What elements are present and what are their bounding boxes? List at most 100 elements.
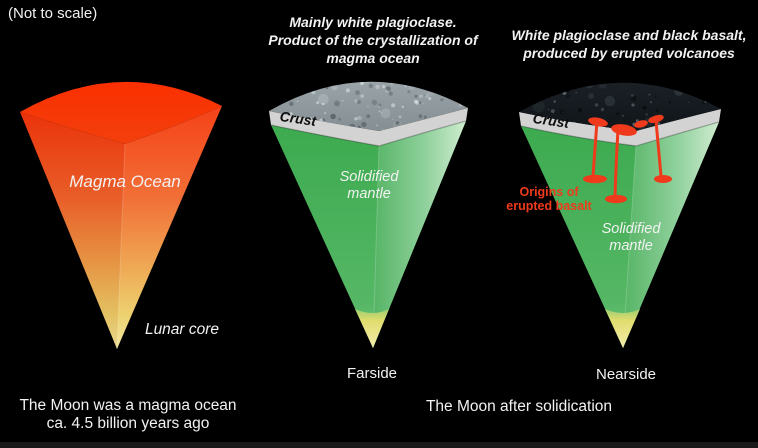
surface-speckle [361, 81, 365, 85]
surface-speckle [330, 113, 336, 120]
surface-speckle [519, 90, 520, 93]
surface-speckle [367, 75, 370, 78]
surface-speckle [536, 96, 540, 100]
surface-speckle [553, 72, 558, 77]
surface-speckle [371, 99, 378, 106]
surface-speckle [543, 84, 545, 86]
nearside-mantle-label-line2: mantle [609, 238, 653, 254]
surface-speckle [604, 67, 608, 71]
surface-speckle [354, 117, 358, 121]
surface-speckle [636, 70, 640, 74]
nearside-wedge [519, 63, 727, 349]
surface-speckle [322, 118, 326, 122]
crust-lava-patch-center2 [634, 120, 648, 128]
scale-note: (Not to scale) [8, 5, 98, 22]
surface-speckle [568, 87, 571, 90]
surface-speckle [630, 95, 637, 102]
farside-crust-band [269, 108, 468, 146]
magma-blob-left [583, 174, 607, 184]
surface-speckle [387, 72, 389, 74]
surface-speckle [362, 81, 370, 84]
nearside-core-tip [605, 309, 640, 348]
surface-speckle [419, 94, 423, 99]
surface-speckle [627, 63, 630, 66]
surface-speckle [456, 81, 468, 85]
surface-speckle [711, 78, 712, 79]
surface-speckle [606, 79, 609, 82]
surface-speckle [311, 90, 316, 95]
farside-mantle-right-face [373, 121, 466, 348]
surface-speckle [670, 71, 680, 81]
surface-speckle [636, 64, 639, 67]
origins-label-line2: erupted basalt [506, 198, 592, 213]
surface-speckle [413, 72, 418, 77]
surface-speckle [649, 101, 653, 104]
surface-speckle [357, 116, 359, 119]
surface-speckle [657, 82, 659, 84]
surface-speckle [631, 103, 635, 107]
nearside-mantle-label-line1: Solidified [601, 221, 661, 237]
surface-speckle [373, 67, 375, 69]
surface-speckle [688, 84, 692, 88]
surface-speckle [341, 99, 344, 102]
surface-speckle [645, 113, 648, 116]
surface-speckle [359, 68, 364, 73]
surface-speckle [440, 98, 444, 102]
surface-speckle [424, 84, 430, 89]
surface-speckle [604, 95, 616, 107]
surface-speckle [380, 112, 382, 114]
surface-speckle [385, 89, 389, 93]
farside-mantle-label-line2: mantle [347, 186, 391, 202]
surface-speckle [378, 103, 382, 107]
surface-speckle [408, 84, 415, 90]
surface-speckle [575, 91, 577, 94]
surface-speckle [272, 67, 276, 71]
surface-speckle [588, 93, 594, 99]
surface-speckle [406, 70, 410, 74]
surface-speckle [289, 101, 294, 107]
surface-speckle [553, 100, 556, 103]
origins-label-line1: Origins of [519, 185, 579, 199]
magma-ocean-caption-line1: The Moon was a magma ocean [19, 397, 237, 414]
farside-heading-line2: Product of the crystallization of [268, 32, 478, 48]
magma-ocean-label: Magma Ocean [69, 172, 181, 191]
nearside-heading: White plagioclase and black basalt, prod… [512, 26, 747, 62]
surface-speckle [606, 72, 609, 75]
surface-speckle [415, 100, 420, 105]
magma-wedge-top-face [20, 81, 222, 144]
surface-speckle [465, 92, 468, 95]
farside-wedge [269, 67, 468, 349]
surface-speckle [601, 67, 603, 69]
surface-speckle [650, 68, 653, 71]
farside-core-tip [355, 309, 389, 348]
surface-speckle [407, 90, 411, 94]
surface-speckle [352, 69, 362, 79]
surface-speckle [721, 83, 727, 89]
magma-wedge-right-face-highlight [117, 106, 222, 349]
surface-speckle [441, 68, 447, 74]
surface-speckle [380, 108, 391, 119]
surface-speckle [595, 73, 599, 77]
magma-wedge-left-face-shade [20, 112, 125, 349]
surface-speckle [565, 88, 570, 93]
surface-speckle [279, 75, 280, 76]
surface-speckle [577, 108, 582, 113]
surface-speckle [385, 86, 391, 92]
surface-speckle [398, 115, 402, 119]
surface-speckle [536, 89, 546, 99]
lunar-core-label: Lunar core [144, 321, 220, 338]
magma-ocean-wedge [20, 81, 222, 350]
surface-speckle [381, 67, 383, 69]
surface-speckle [315, 84, 318, 87]
surface-speckle [404, 84, 408, 88]
surface-speckle [418, 101, 422, 104]
magma-wedge-body [20, 106, 222, 349]
farside-side-label: Farside [346, 365, 398, 382]
surface-speckle [466, 93, 468, 100]
surface-speckle [688, 101, 690, 103]
surface-speckle [642, 105, 647, 110]
surface-speckle [401, 105, 404, 108]
surface-speckle [599, 66, 604, 71]
surface-speckle [378, 106, 380, 108]
